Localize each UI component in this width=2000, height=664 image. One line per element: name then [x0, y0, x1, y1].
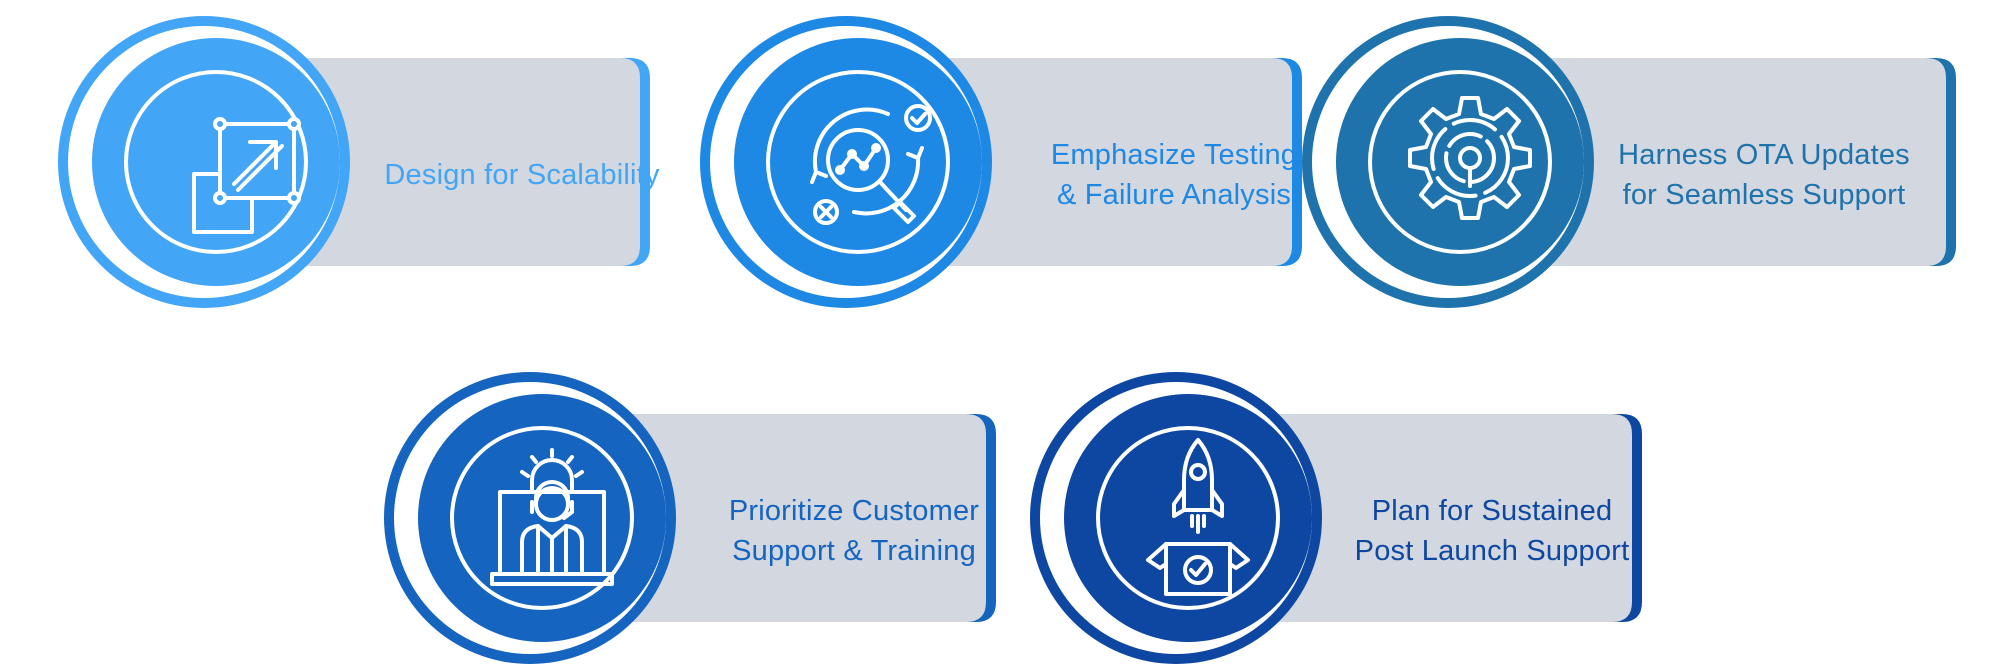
step-label: Harness OTA Updates for Seamless Support [1574, 72, 1954, 278]
step-label-line: & Failure Analysis [1056, 179, 1292, 211]
step-label-line: Harness OTA Updates [1618, 139, 1910, 171]
testing-analysis-icon [810, 104, 932, 225]
step-card-customer-support: Prioritize Customer Support & Training [384, 372, 1064, 664]
ota-gear-icon [1408, 96, 1532, 220]
step-label: Prioritize Customer Support & Training [654, 428, 1054, 634]
rocket-launch-icon [1146, 438, 1250, 596]
step-label: Plan for Sustained Post Launch Support [1292, 428, 1692, 634]
step-label-line: Post Launch Support [1354, 535, 1630, 567]
step-card-testing: Emphasize Testing & Failure Analysis [700, 16, 1380, 308]
step-label-line: Design for Scalability [384, 159, 660, 191]
step-card-ota: Harness OTA Updates for Seamless Support [1302, 16, 1982, 308]
step-label-line: Prioritize Customer [728, 495, 980, 527]
card-background [58, 16, 650, 308]
step-label-line: for Seamless Support [1622, 179, 1906, 211]
step-label-line: Plan for Sustained [1371, 495, 1613, 527]
step-label: Emphasize Testing & Failure Analysis [974, 72, 1374, 278]
card-background [700, 16, 1302, 308]
scalability-icon [192, 117, 301, 234]
card-background [1302, 16, 1956, 308]
step-card-scalability: Design for Scalability [58, 16, 738, 308]
customer-support-icon [490, 448, 614, 586]
step-label-line: Support & Training [732, 535, 976, 567]
step-label: Design for Scalability [322, 72, 722, 278]
step-card-post-launch: Plan for Sustained Post Launch Support [1030, 372, 1710, 664]
step-label-line: Emphasize Testing [1050, 139, 1298, 171]
card-background [1030, 372, 1642, 664]
